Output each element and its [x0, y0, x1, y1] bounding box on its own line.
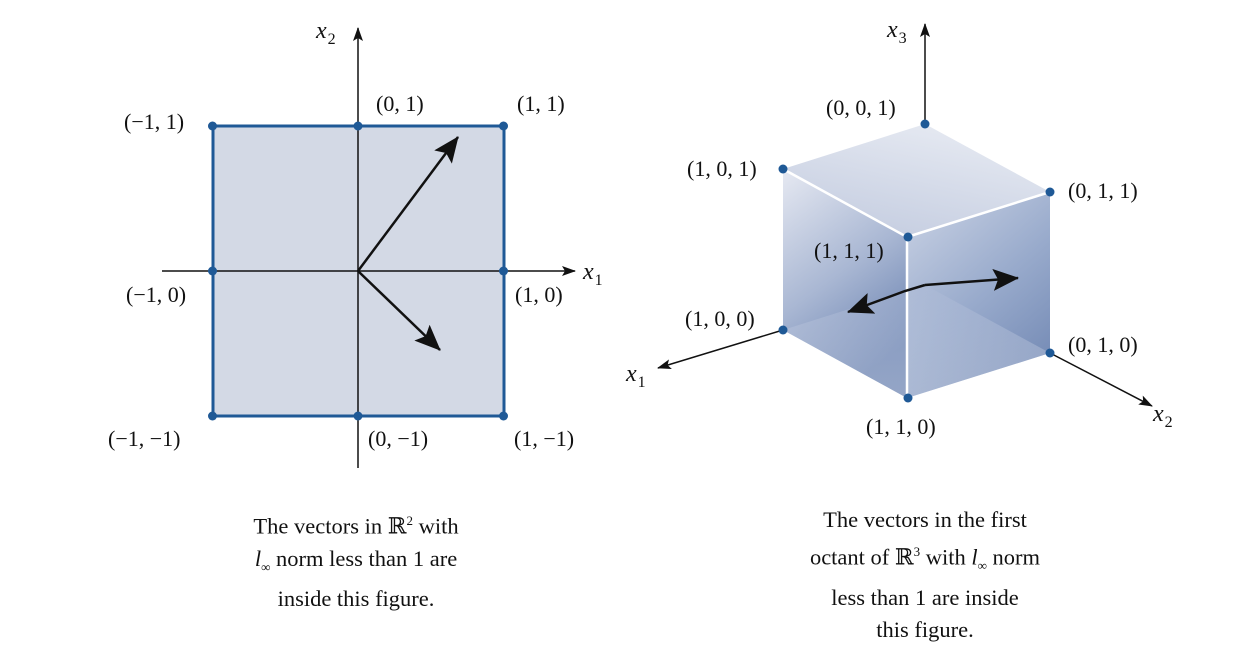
point-label: (−1, 0)	[126, 282, 186, 307]
point-marker	[499, 411, 508, 421]
caption-line: less than 1 are inside	[831, 585, 1019, 610]
x2-axis	[1049, 352, 1153, 407]
point-marker	[499, 121, 508, 131]
cube-face-top	[783, 124, 1050, 237]
vector-arrow-left	[847, 283, 926, 314]
caption-line: The vectors in ℝ2 with	[253, 513, 459, 539]
point-marker	[920, 119, 930, 129]
point-label: (1, 1, 1)	[814, 238, 884, 263]
point-label: (1, 0, 1)	[687, 156, 757, 181]
point-marker	[353, 411, 363, 421]
point-label: (0, 1, 1)	[1068, 178, 1138, 203]
vector-arrow-lower	[357, 270, 441, 351]
vector-arrow-upper	[356, 136, 460, 272]
caption-line: this figure.	[876, 617, 974, 642]
point-marker	[903, 232, 913, 242]
point-label: (0, 1)	[376, 91, 424, 116]
point-label: (−1, 1)	[124, 109, 184, 134]
x1-axis-label: x1	[625, 361, 646, 391]
x1-axis	[657, 329, 784, 370]
x1-axis-label: x1	[582, 259, 603, 289]
point-marker	[1045, 187, 1055, 197]
point-label: (0, 1, 0)	[1068, 332, 1138, 357]
point-marker	[499, 266, 508, 276]
point-marker	[353, 121, 363, 131]
left-caption: The vectors in ℝ2 with l∞ norm less than…	[198, 505, 514, 615]
point-marker	[778, 325, 788, 335]
point-label: (1, 0, 0)	[685, 306, 755, 331]
x2-axis-label: x2	[315, 18, 336, 48]
caption-line: The vectors in the first	[823, 507, 1027, 532]
point-label: (1, 1, 0)	[866, 414, 936, 439]
right-figure: x3 x1 x2 (0, 0, 1) (1, 0, 1) (0, 1, 1) (…	[625, 17, 1173, 439]
caption-line: l∞ norm less than 1 are	[254, 545, 458, 575]
cube-edge	[906, 190, 1051, 239]
caption-line: inside this figure.	[277, 586, 435, 611]
point-label: (−1, −1)	[108, 426, 180, 451]
point-label: (0, 0, 1)	[826, 95, 896, 120]
point-marker	[1045, 348, 1055, 358]
left-figure: x1 x2 (−1, 1) (0, 1) (1, 1) (−1, 0) (1, …	[108, 18, 603, 468]
right-caption: The vectors in the first octant of ℝ3 wi…	[762, 504, 1088, 646]
point-label: (1, 0)	[515, 282, 563, 307]
x2-axis-label: x2	[1152, 401, 1173, 431]
point-marker	[903, 393, 913, 403]
point-marker	[778, 164, 788, 174]
point-marker	[208, 266, 217, 276]
cube-edge	[782, 167, 908, 239]
point-label: (1, −1)	[514, 426, 574, 451]
point-marker	[208, 121, 217, 131]
x3-axis-label: x3	[886, 17, 907, 47]
point-marker	[208, 411, 217, 421]
caption-line: octant of ℝ3 with l∞ norm	[809, 544, 1041, 573]
point-label: (0, −1)	[368, 426, 428, 451]
vector-arrow-right	[924, 268, 1019, 291]
point-label: (1, 1)	[517, 91, 565, 116]
